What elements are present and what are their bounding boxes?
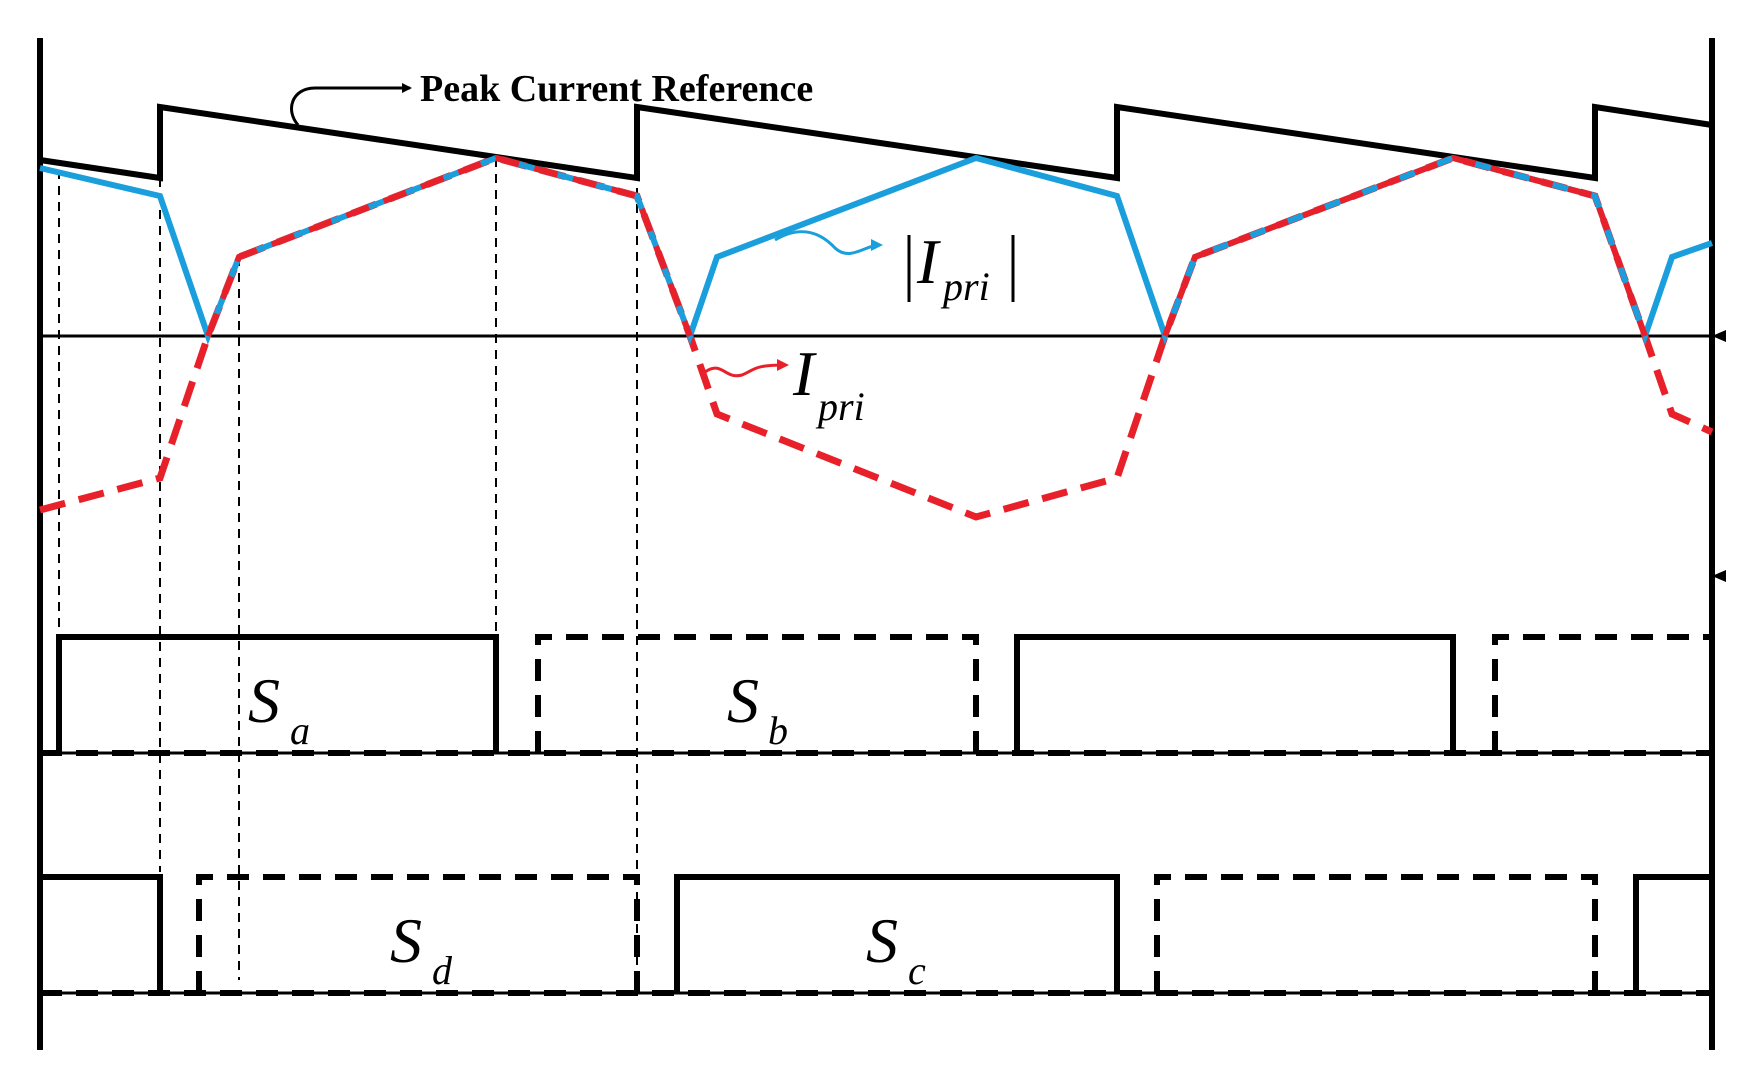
signed-current-label: I pri	[792, 338, 865, 429]
gate-sa-label: S a	[248, 665, 310, 753]
gate-sa-subscript: a	[290, 708, 310, 753]
gate-sa-symbol: S	[248, 665, 280, 736]
overlap-segment	[205, 154, 693, 338]
gate-sd-subscript: d	[432, 948, 453, 993]
gate-sa-pulse	[56, 634, 499, 753]
abs-current-symbol: I	[916, 226, 941, 297]
gate-sb-pulse	[535, 634, 979, 753]
timing-guides	[58, 158, 638, 990]
signed-current-pointer-arrow	[704, 359, 789, 378]
overlap-dashes	[205, 154, 1648, 338]
gate-sc-pulse-0	[40, 874, 163, 993]
abs-current-waveform	[39, 154, 1713, 346]
signed-current-symbol: I	[792, 338, 817, 409]
gate-sc-pulse	[674, 874, 1120, 993]
gate-sb-symbol: S	[727, 665, 759, 736]
peak-current-reference-line	[39, 103, 1713, 182]
gate-sb-pulse-2	[1492, 634, 1712, 753]
gate-sd-pulse-2	[1154, 874, 1598, 993]
signed-current-subscript: pri	[815, 384, 865, 429]
gate-sd-symbol: S	[390, 905, 422, 976]
gate-sc-label: S c	[866, 905, 926, 993]
gate-sc-symbol: S	[866, 905, 898, 976]
gate-sa-pulse-2	[1014, 634, 1456, 753]
abs-current-label: I pri	[907, 226, 1015, 309]
lower-axis-marker	[1712, 570, 1726, 582]
peak-reference-pointer-arrow	[290, 83, 412, 126]
gate-sd-pulse	[196, 874, 640, 993]
zero-axis-marker	[1712, 330, 1726, 342]
gate-sd-label: S d	[390, 905, 453, 993]
gate-sb-label: S b	[727, 665, 788, 753]
gate-sc-subscript: c	[908, 948, 926, 993]
gate-sc-pulse-2	[1633, 874, 1712, 993]
abs-current-pointer-arrow	[774, 230, 883, 255]
gate-sb-subscript: b	[768, 708, 788, 753]
overlap-segment	[1162, 154, 1648, 338]
abs-current-subscript: pri	[940, 264, 990, 309]
peak-current-reference-label: Peak Current Reference	[420, 68, 813, 110]
